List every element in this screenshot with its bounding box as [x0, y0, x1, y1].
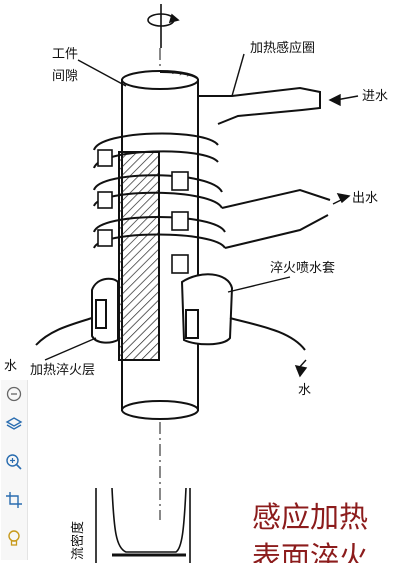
caption-line-2: 表面淬火: [252, 540, 369, 563]
layers-icon[interactable]: [4, 414, 24, 434]
label-quench-jacket: 淬火喷水套: [270, 260, 335, 276]
lightbulb-icon[interactable]: [4, 528, 24, 548]
quench-jacket: [35, 273, 306, 351]
viewer-toolbar: [1, 380, 28, 560]
label-water-left: 水: [4, 359, 17, 374]
label-water-bottom: 水: [298, 383, 311, 398]
label-hardened-layer: 加热淬火层: [30, 363, 95, 378]
label-gap: 间隙: [52, 69, 78, 84]
label-heating-coil: 加热感应圈: [250, 40, 315, 56]
pointer-lines: [44, 53, 359, 378]
current-density-plot: [95, 487, 191, 563]
coil-sections: [97, 149, 189, 274]
label-water-out: 出水: [352, 191, 378, 206]
zoom-in-icon[interactable]: [4, 452, 24, 472]
label-water-in: 进水: [362, 89, 388, 104]
rotation-arrow-icon: [147, 4, 180, 48]
crop-icon[interactable]: [4, 490, 24, 510]
label-current-density: 流密度: [70, 521, 86, 560]
label-workpiece: 工件: [52, 47, 78, 62]
hardened-layer-strip: [118, 151, 160, 361]
caption-line-1: 感应加热: [252, 500, 369, 534]
zoom-out-icon[interactable]: [4, 384, 24, 404]
